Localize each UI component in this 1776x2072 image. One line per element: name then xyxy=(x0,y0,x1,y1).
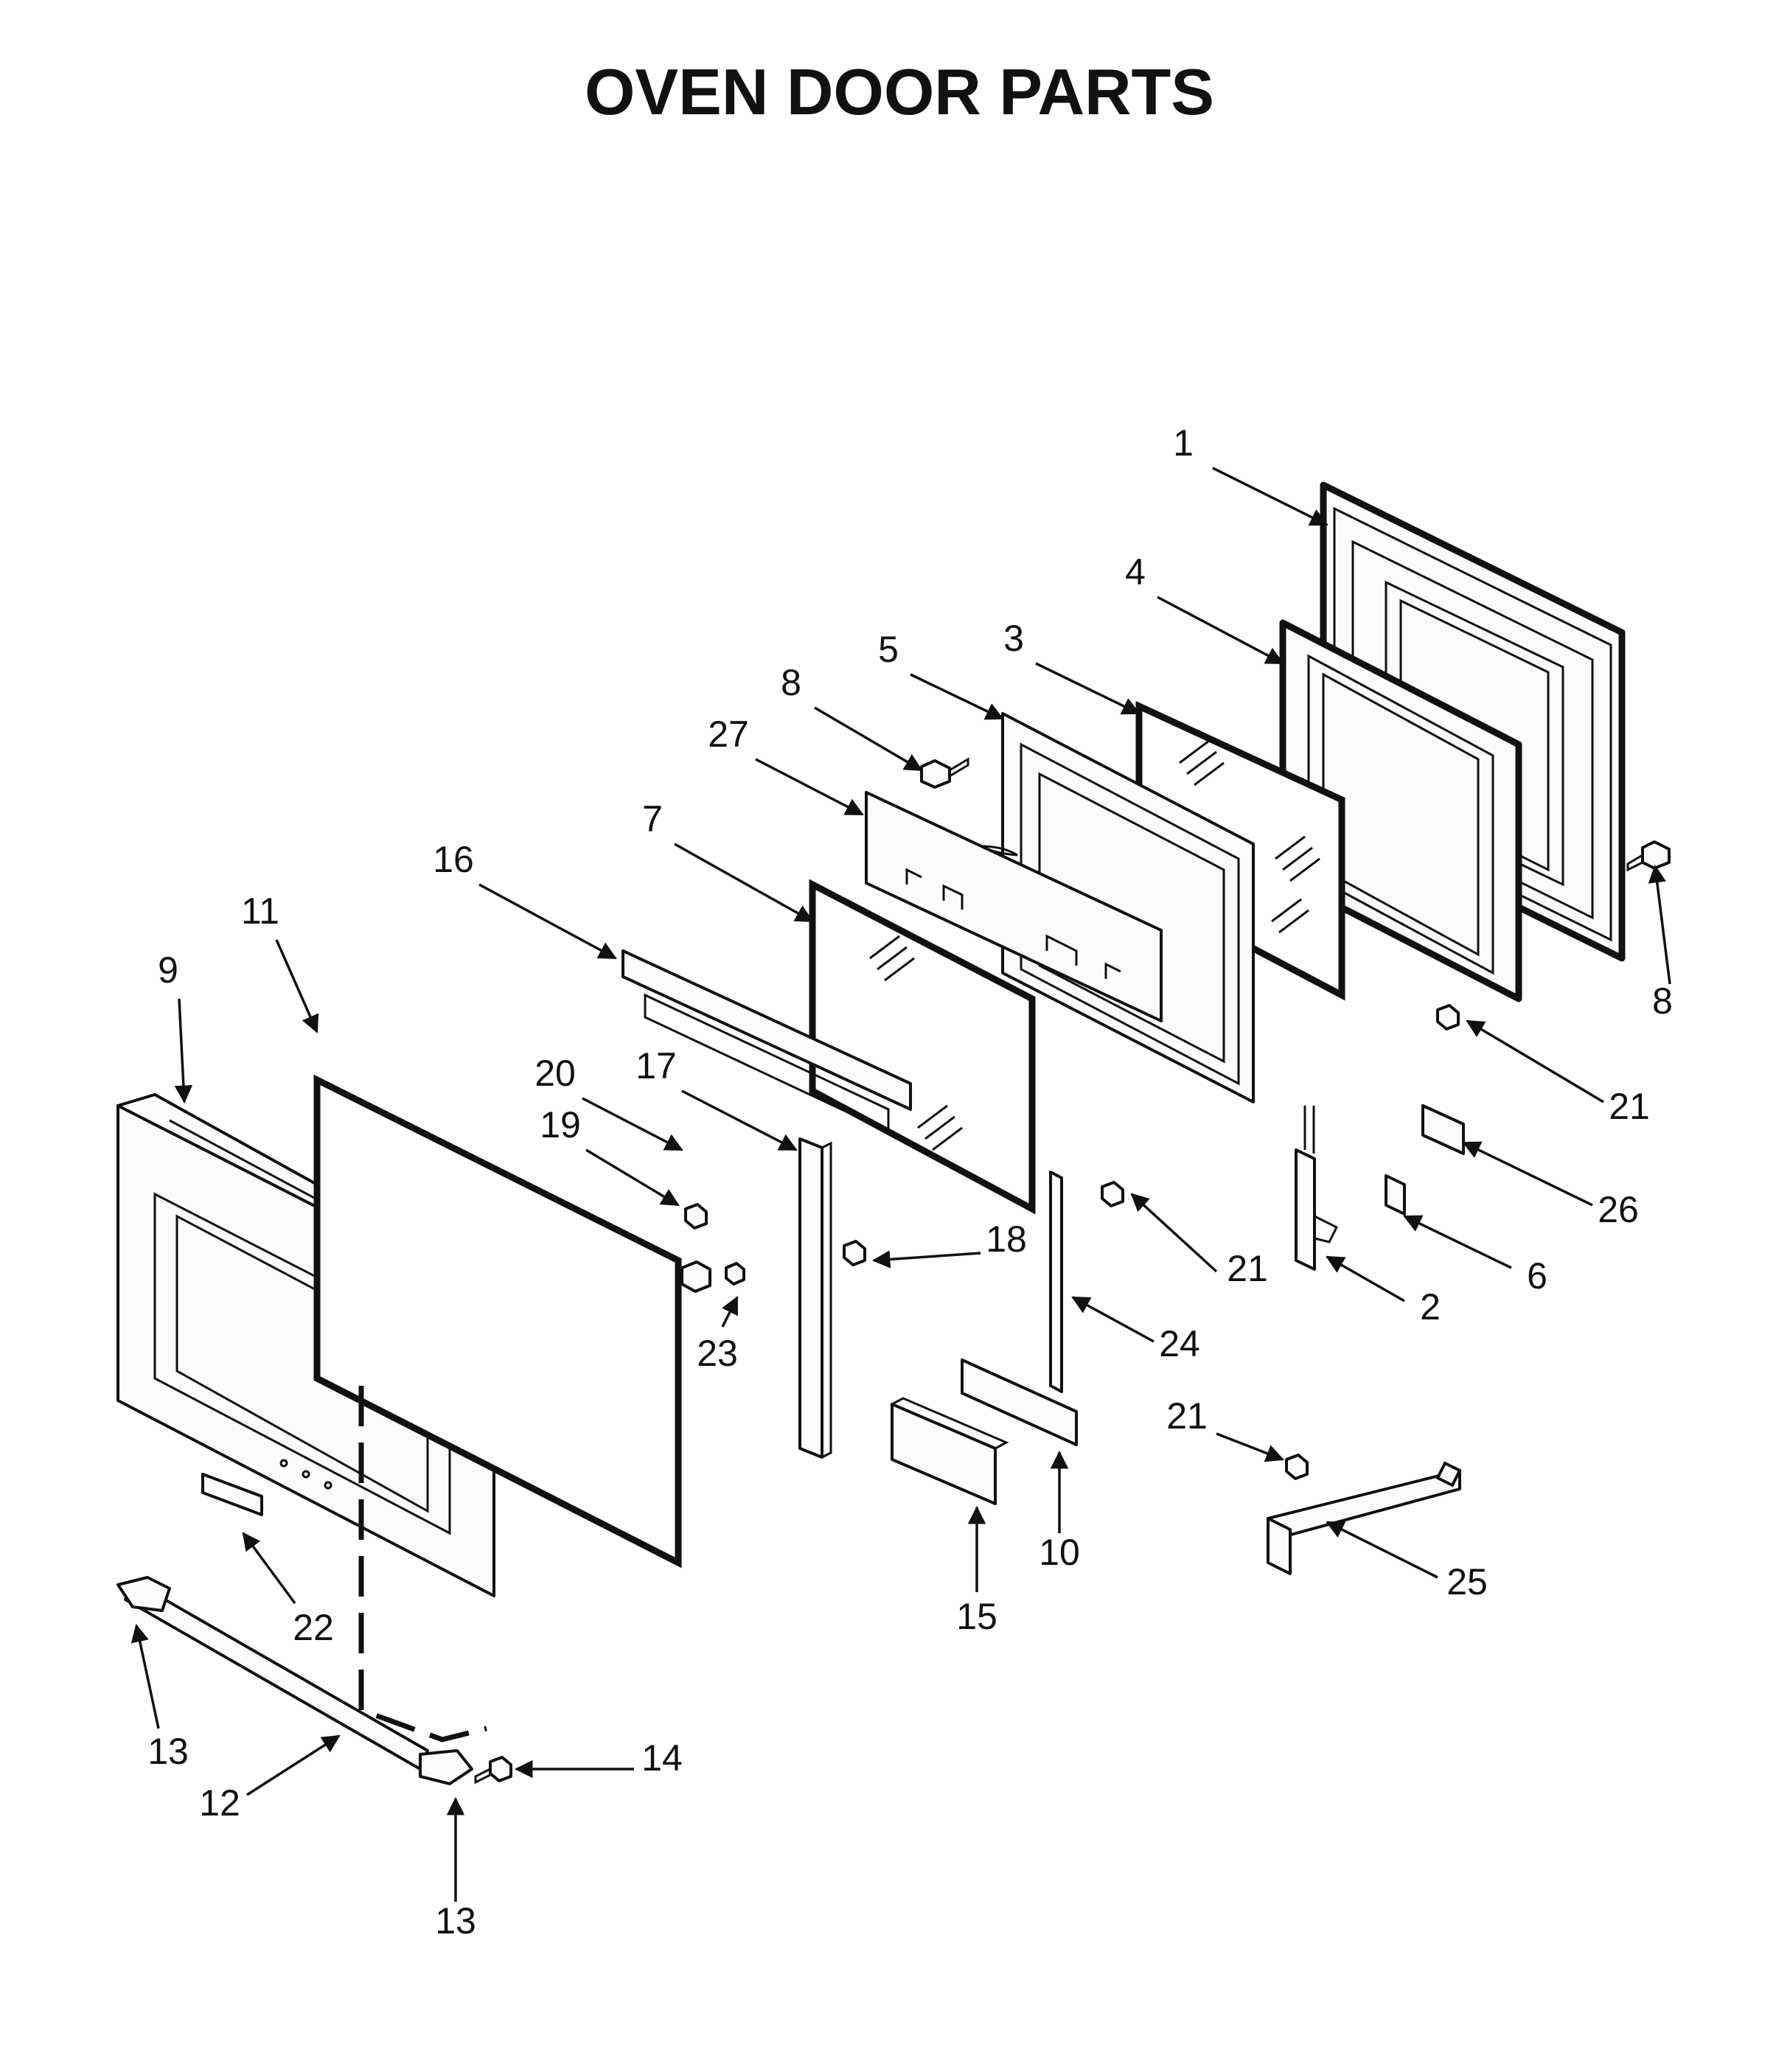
callout-leader-c3 xyxy=(1035,662,1141,715)
part-screw-left xyxy=(920,757,969,789)
callout-leader-c17 xyxy=(681,1089,798,1151)
callout-leader-c4 xyxy=(1157,596,1284,665)
callout-label-c21a: 21 xyxy=(1609,1086,1650,1127)
part-top-channel xyxy=(621,949,912,1134)
callout-leader-c6 xyxy=(1403,1215,1512,1269)
callout-leader-c18 xyxy=(871,1250,981,1269)
part-handle xyxy=(116,1576,473,1785)
part-badge xyxy=(201,1473,263,1516)
part-heat-shield xyxy=(865,791,1163,1022)
callout-label-c16: 16 xyxy=(433,839,474,880)
callout-leader-c1 xyxy=(1212,467,1328,526)
callout-label-c17: 17 xyxy=(635,1045,677,1086)
callout-leader-c24 xyxy=(1071,1296,1155,1343)
part-clip xyxy=(1385,1174,1406,1215)
callout-leader-c19 xyxy=(585,1148,680,1207)
callout-leader-c21b xyxy=(1130,1193,1218,1273)
callout-label-c19: 19 xyxy=(540,1104,581,1145)
callout-leader-c12 xyxy=(246,1734,341,1796)
part-outer-glass xyxy=(313,1074,682,1569)
callout-leader-c26 xyxy=(1462,1141,1593,1207)
callout-label-c7: 7 xyxy=(642,798,663,840)
callout-label-c23: 23 xyxy=(697,1333,738,1374)
callout-leader-c21c xyxy=(1216,1432,1284,1462)
part-fasteners xyxy=(680,1004,1460,1480)
callout-label-c11: 11 xyxy=(241,890,279,932)
part-side-trim xyxy=(798,1137,832,1459)
callout-label-c18: 18 xyxy=(986,1218,1027,1260)
callout-leader-c22 xyxy=(242,1532,296,1605)
callout-label-c2: 2 xyxy=(1420,1286,1441,1328)
callout-label-c3: 3 xyxy=(1003,618,1024,659)
callout-leader-c20 xyxy=(582,1097,683,1151)
part-bottom-channel xyxy=(891,1397,1009,1505)
callout-label-c22: 22 xyxy=(293,1607,334,1648)
part-screw-right xyxy=(1626,840,1671,872)
part-middle-glass xyxy=(809,879,1036,1215)
callout-label-c1: 1 xyxy=(1173,422,1194,464)
part-handle-screw xyxy=(474,1756,512,1785)
callout-label-c10: 10 xyxy=(1039,1532,1080,1573)
callout-leader-c16 xyxy=(478,883,617,960)
callout-label-c20: 20 xyxy=(534,1053,576,1094)
callout-leader-c21a xyxy=(1466,1019,1604,1103)
callout-leader-c8a xyxy=(814,706,923,772)
callout-label-c8a: 8 xyxy=(781,662,801,703)
callout-leader-c13a xyxy=(130,1624,160,1729)
callout-leader-c25 xyxy=(1326,1521,1438,1579)
part-hinge-bracket xyxy=(1421,1104,1465,1155)
callout-label-c25: 25 xyxy=(1446,1561,1488,1602)
part-side-bracket xyxy=(1049,1171,1063,1393)
callout-label-c12: 12 xyxy=(199,1782,240,1824)
callout-leader-c27 xyxy=(755,758,864,816)
callout-label-c15: 15 xyxy=(956,1596,997,1637)
part-hinge-arm xyxy=(1267,1462,1461,1575)
part-lower-bracket xyxy=(961,1358,1078,1446)
callout-label-c21b: 21 xyxy=(1227,1248,1268,1289)
callout-label-c6: 6 xyxy=(1527,1255,1547,1297)
callout-label-c26: 26 xyxy=(1598,1189,1639,1230)
diagram-title: OVEN DOOR PARTS xyxy=(585,55,1214,128)
callout-leader-c23 xyxy=(721,1296,739,1328)
callout-label-c27: 27 xyxy=(708,714,749,755)
callout-leader-c9 xyxy=(174,998,193,1104)
callout-label-c5: 5 xyxy=(878,629,899,670)
callout-leader-c5 xyxy=(910,673,1004,720)
handle-mount-line xyxy=(358,1386,487,1743)
callout-label-c14: 14 xyxy=(641,1737,683,1779)
callout-label-c8b: 8 xyxy=(1652,980,1673,1022)
callout-leader-c11 xyxy=(275,939,319,1033)
callout-leader-c2 xyxy=(1326,1255,1405,1302)
callout-label-c9: 9 xyxy=(158,949,178,991)
callout-label-c21c: 21 xyxy=(1166,1395,1208,1437)
part-door-hinge xyxy=(1295,1106,1339,1271)
callout-label-c13b: 13 xyxy=(435,1900,476,1942)
callout-leader-c8b xyxy=(1648,864,1671,985)
callout-group: 1234567889101112131314151617181920212121… xyxy=(130,422,1673,1942)
callout-leader-c7 xyxy=(674,843,814,923)
callout-label-c13a: 13 xyxy=(147,1731,189,1772)
callout-label-c24: 24 xyxy=(1159,1323,1200,1364)
callout-label-c4: 4 xyxy=(1125,551,1146,593)
